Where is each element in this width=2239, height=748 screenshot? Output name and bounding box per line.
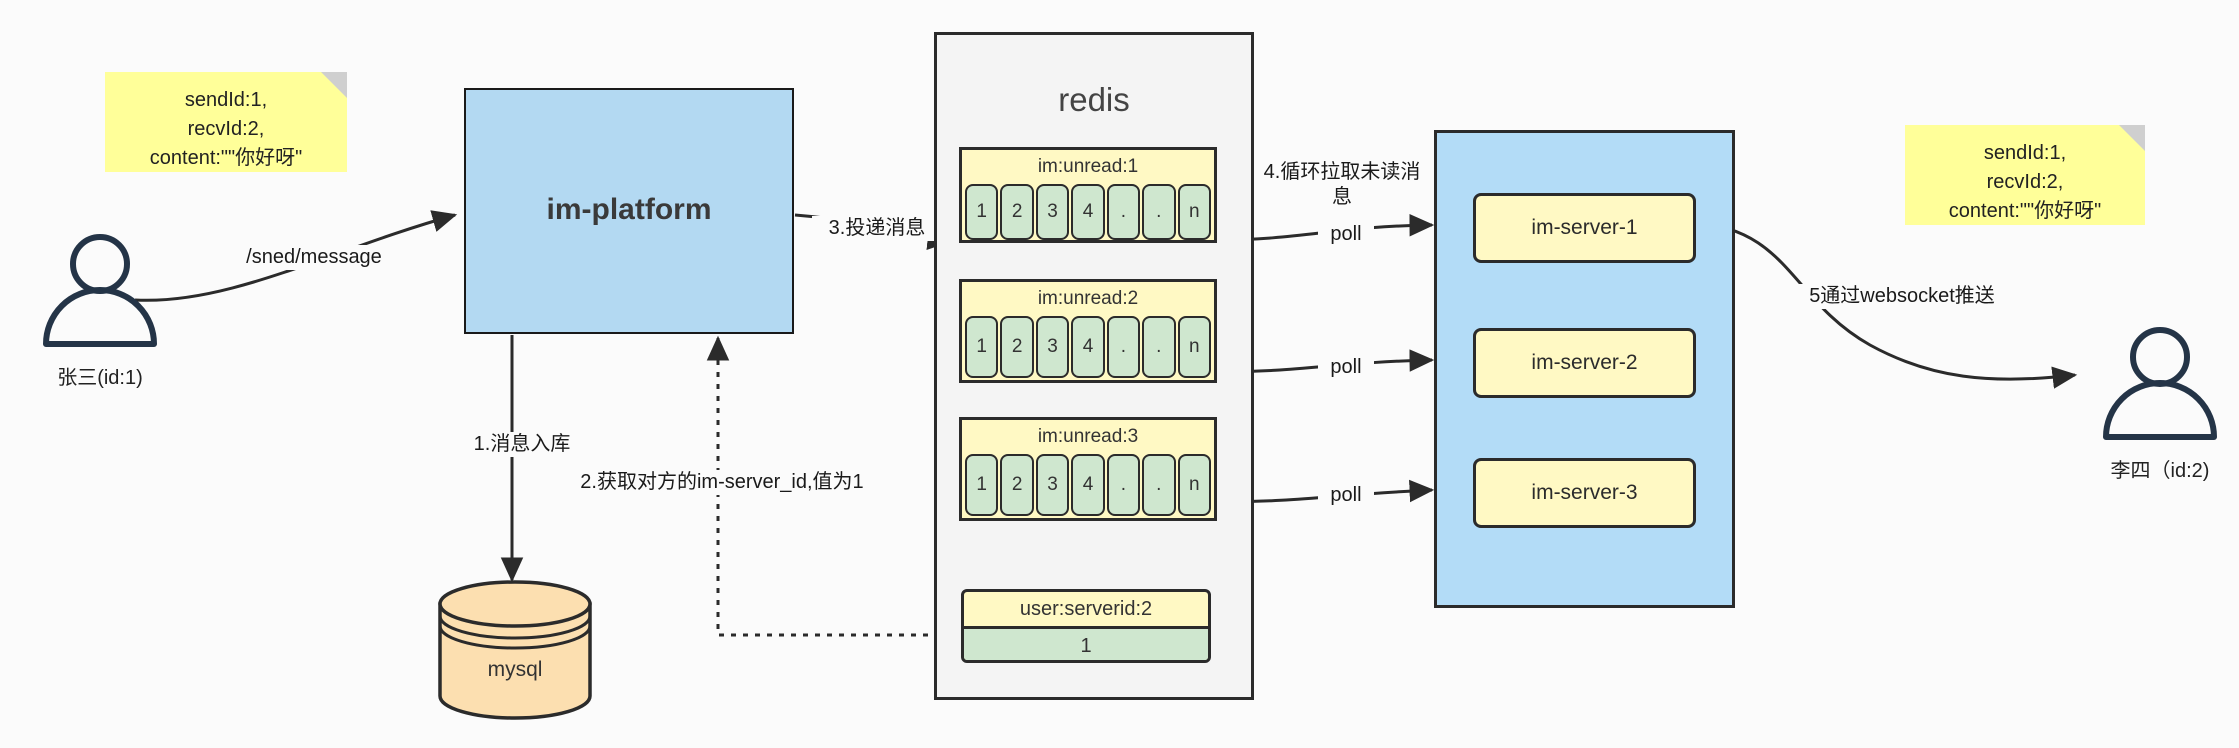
- queue-cell[interactable]: 1: [965, 184, 999, 240]
- im-server-2-label: im-server-2: [1531, 351, 1638, 374]
- queue-cell[interactable]: 2: [1000, 454, 1034, 516]
- redis-queue-2-key: im:unread:2: [1037, 288, 1139, 309]
- note-right-line1: sendId:1,: [1983, 142, 2067, 164]
- queue-cell[interactable]: 4: [1071, 184, 1105, 240]
- queue-cell[interactable]: .: [1142, 184, 1176, 240]
- node-im-server-2[interactable]: im-server-2: [1473, 328, 1696, 398]
- edge-label-step3: 3.投递消息: [812, 216, 942, 241]
- redis-kv-value: 1: [964, 626, 1208, 660]
- queue-cell[interactable]: 3: [1035, 184, 1070, 240]
- edge-label-send-message: /sned/message: [228, 245, 400, 270]
- queue-cell[interactable]: 4: [1071, 454, 1105, 516]
- database-cylinder-icon: [438, 580, 592, 720]
- redis-kv-key: user:serverid:2: [1019, 598, 1153, 620]
- queue-cell[interactable]: n: [1177, 454, 1211, 516]
- queue-cell[interactable]: 3: [1035, 316, 1070, 378]
- redis-queue-1-cells: 1 2 3 4 . . n: [962, 184, 1214, 240]
- user-icon: [2103, 327, 2217, 440]
- node-im-server-1[interactable]: im-server-1: [1473, 193, 1696, 263]
- note-right-line2: recvId:2,: [1986, 171, 2064, 193]
- queue-cell[interactable]: 1: [965, 454, 999, 516]
- note-right-line3: content:""你好呀": [1948, 200, 2102, 222]
- redis-queue-2-cells: 1 2 3 4 . . n: [962, 316, 1214, 378]
- edge-label-poll-3: poll: [1318, 483, 1374, 508]
- user-icon: [43, 234, 157, 347]
- note-fold-icon: [321, 72, 347, 98]
- sticky-note-left: sendId:1, recvId:2, content:""你好呀": [105, 72, 347, 172]
- edge-label-step4-line1: 4.循环拉取未读消: [1263, 161, 1421, 183]
- queue-cell[interactable]: 2: [1000, 184, 1034, 240]
- im-server-3-label: im-server-3: [1531, 481, 1638, 504]
- im-server-1-label: im-server-1: [1531, 216, 1638, 239]
- redis-queue-3[interactable]: im:unread:3 1 2 3 4 . . n: [959, 417, 1217, 521]
- redis-queue-1-key: im:unread:1: [1037, 156, 1139, 177]
- node-im-server-cluster[interactable]: im-server-1 im-server-2 im-server-3: [1434, 130, 1735, 608]
- edge-label-step4-line2: 息: [1332, 186, 1352, 208]
- queue-cell[interactable]: .: [1106, 316, 1141, 378]
- queue-cell[interactable]: 3: [1035, 454, 1070, 516]
- sticky-note-right: sendId:1, recvId:2, content:""你好呀": [1905, 125, 2145, 225]
- queue-cell[interactable]: 4: [1071, 316, 1105, 378]
- im-platform-label: im-platform: [546, 193, 712, 226]
- mysql-label: mysql: [487, 658, 543, 681]
- edge-label-step4: 4.循环拉取未读消 息: [1256, 160, 1428, 210]
- redis-queue-1[interactable]: im:unread:1 1 2 3 4 . . n: [959, 147, 1217, 243]
- node-im-server-3[interactable]: im-server-3: [1473, 458, 1696, 528]
- redis-queue-3-cells: 1 2 3 4 . . n: [962, 454, 1214, 516]
- queue-cell[interactable]: n: [1177, 184, 1211, 240]
- queue-cell[interactable]: .: [1142, 454, 1176, 516]
- actor-sender: 张三(id:1): [30, 232, 170, 389]
- actor-sender-label: 张三(id:1): [57, 367, 143, 389]
- edge-label-step5: 5通过websocket推送: [1787, 284, 2017, 309]
- note-fold-icon: [2119, 125, 2145, 151]
- redis-queue-3-key: im:unread:3: [1037, 426, 1139, 447]
- queue-cell[interactable]: 2: [1000, 316, 1034, 378]
- note-left-line3: content:""你好呀": [149, 147, 303, 169]
- actor-receiver: 李四（id:2): [2090, 325, 2230, 482]
- queue-cell[interactable]: n: [1177, 316, 1211, 378]
- node-redis[interactable]: redis im:unread:1 1 2 3 4 . . n im:unrea…: [934, 32, 1254, 700]
- note-left-line1: sendId:1,: [184, 89, 268, 111]
- edge-label-step1: 1.消息入库: [452, 432, 592, 457]
- node-im-platform[interactable]: im-platform: [464, 88, 794, 334]
- redis-queue-2[interactable]: im:unread:2 1 2 3 4 . . n: [959, 279, 1217, 383]
- node-mysql[interactable]: mysql: [430, 580, 600, 720]
- edge-label-poll-1: poll: [1318, 222, 1374, 247]
- redis-kv-user-serverid[interactable]: user:serverid:2 1: [961, 589, 1211, 663]
- queue-cell[interactable]: .: [1142, 316, 1176, 378]
- edge-label-poll-2: poll: [1318, 355, 1374, 380]
- edge-label-step2: 2.获取对方的im-server_id,值为1: [572, 470, 872, 495]
- queue-cell[interactable]: .: [1106, 184, 1141, 240]
- redis-title: redis: [1058, 81, 1130, 118]
- queue-cell[interactable]: 1: [965, 316, 999, 378]
- actor-receiver-label: 李四（id:2): [2110, 460, 2210, 482]
- queue-cell[interactable]: .: [1106, 454, 1141, 516]
- note-left-line2: recvId:2,: [187, 118, 265, 140]
